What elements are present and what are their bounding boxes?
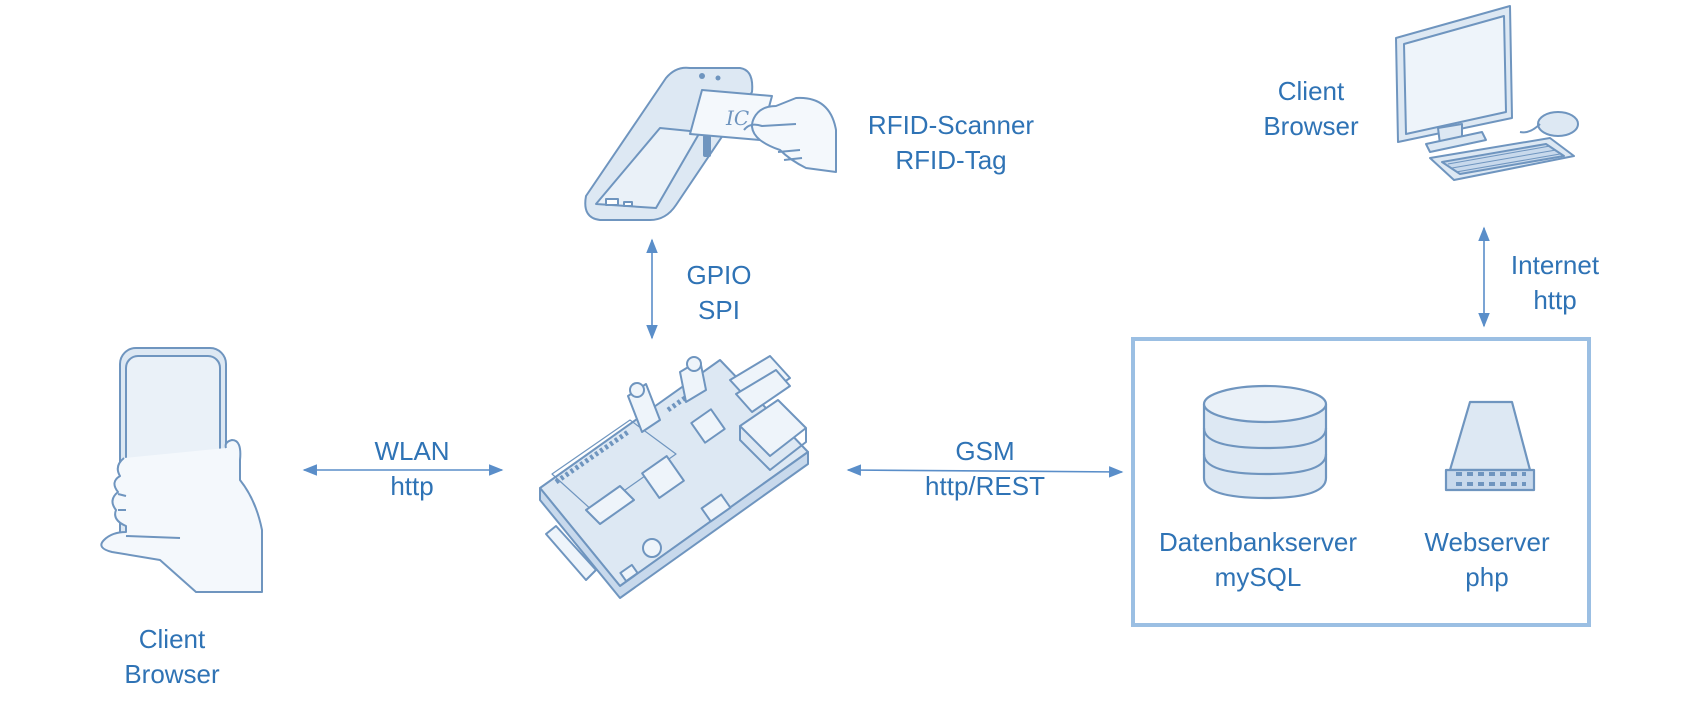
wlan-label-line1: WLAN <box>374 436 450 466</box>
card-text: IC <box>725 106 749 130</box>
server-group-box <box>1131 337 1591 627</box>
webserver-label-line1: Webserver <box>1424 527 1550 557</box>
rfid-label-line2: RFID-Tag <box>895 145 1007 175</box>
webserver-label: Webserver php <box>1402 525 1572 595</box>
wlan-label-line2: http <box>390 471 434 501</box>
desktop-computer-icon <box>1395 5 1579 181</box>
raspberry-pi-board-icon <box>539 355 809 599</box>
rfid-label: RFID-Scanner RFID-Tag <box>846 108 1056 178</box>
rfid-label-line1: RFID-Scanner <box>867 110 1035 140</box>
internet-label-line2: http <box>1533 285 1577 315</box>
gpio-label: GPIO SPI <box>664 258 774 328</box>
client-mobile-label-line2: Browser <box>124 659 220 689</box>
client-mobile-label-line1: Client <box>138 624 206 654</box>
client-desktop-label-line2: Browser <box>1263 111 1359 141</box>
database-label: Datenbankserver mySQL <box>1138 525 1378 595</box>
webserver-label-line2: php <box>1465 562 1509 592</box>
internet-label-line1: Internet <box>1510 250 1600 280</box>
wlan-label: WLAN http <box>352 434 472 504</box>
gsm-arrow <box>846 464 1124 478</box>
database-icon <box>1202 384 1328 500</box>
rfid-scanner-icon: IC <box>584 66 837 221</box>
gpio-label-line2: SPI <box>698 295 740 325</box>
client-mobile-label: Client Browser <box>102 622 242 692</box>
gsm-label-line2: http/REST <box>925 471 1045 501</box>
smartphone-hand-icon <box>100 347 263 593</box>
gpio-label-line1: GPIO <box>686 260 752 290</box>
database-label-line2: mySQL <box>1214 562 1302 592</box>
server-icon <box>1444 400 1536 492</box>
internet-label: Internet http <box>1495 248 1615 318</box>
gsm-label: GSM http/REST <box>900 434 1070 504</box>
gsm-label-line1: GSM <box>955 436 1015 466</box>
database-label-line1: Datenbankserver <box>1159 527 1357 557</box>
client-desktop-label-line1: Client <box>1277 76 1345 106</box>
client-desktop-label: Client Browser <box>1241 74 1381 144</box>
